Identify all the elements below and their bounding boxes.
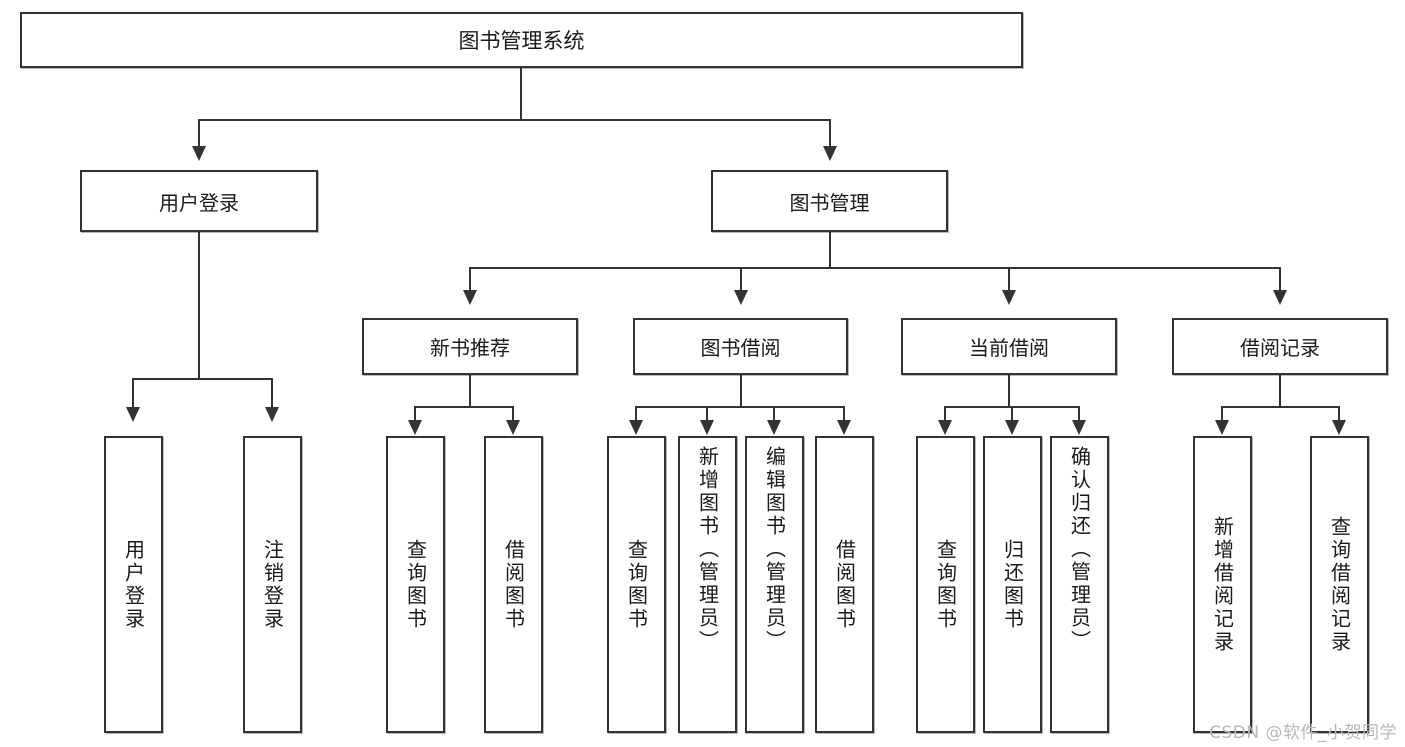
connector-borrow-record-child-1 [1221, 406, 1223, 421]
connector-current-borrow-child-1 [944, 406, 946, 421]
leaf-label: 借阅图书 [501, 538, 526, 631]
node-label: 用户登录 [159, 190, 239, 215]
node-current-borrowing[interactable]: 当前借阅 [901, 318, 1117, 375]
arrowhead-leaf-query-book-3 [938, 420, 952, 435]
arrowhead-leaf-query-book-1 [408, 420, 422, 435]
leaf-label: 注销登录 [260, 538, 285, 631]
arrowhead-current-borrow [1002, 290, 1016, 305]
connector-book-mgmt-child-3 [1008, 267, 1010, 291]
arrowhead-leaf-query-book-2 [629, 420, 643, 435]
leaf-confirm-return-admin[interactable]: 确认归还（管理员） [1050, 436, 1109, 733]
connector-book-mgmt-child-2 [740, 267, 742, 291]
arrowhead-leaf-edit-book [767, 420, 781, 435]
leaf-label: 归还图书 [1000, 538, 1025, 631]
connector-user-login-stem [198, 232, 200, 379]
leaf-label: 用户登录 [121, 538, 146, 631]
connector-book-borrow-child-1 [635, 406, 637, 421]
connector-root-bus [198, 119, 831, 121]
leaf-label: 查询图书 [933, 538, 958, 631]
leaf-label: 借阅图书 [832, 538, 857, 631]
leaf-query-borrow-record[interactable]: 查询借阅记录 [1310, 436, 1369, 733]
leaf-label: 查询借阅记录 [1327, 515, 1352, 654]
connector-root-stem [520, 68, 522, 120]
node-book-management[interactable]: 图书管理 [711, 170, 948, 232]
leaf-label: 确认归还（管理员） [1067, 446, 1092, 653]
arrowhead-leaf-confirm-return [1072, 420, 1086, 435]
connector-book-borrow-bus [635, 406, 845, 408]
node-label: 新书推荐 [430, 336, 510, 360]
connector-root-to-book-mgmt [829, 119, 831, 147]
connector-user-login-bus [132, 378, 272, 380]
connector-book-borrow-child-4 [843, 406, 845, 421]
node-user-login[interactable]: 用户登录 [80, 170, 318, 232]
connector-root-to-user-login [198, 119, 200, 147]
connector-book-mgmt-bus [469, 267, 1280, 269]
leaf-logout[interactable]: 注销登录 [243, 436, 302, 733]
connector-borrow-record-child-2 [1338, 406, 1340, 421]
connector-user-login-child-2 [271, 378, 273, 408]
leaf-label: 查询图书 [403, 538, 428, 631]
connector-current-borrow-child-3 [1078, 406, 1080, 421]
node-new-book-recommendation[interactable]: 新书推荐 [362, 318, 578, 375]
arrowhead-leaf-borrow-book-1 [506, 420, 520, 435]
leaf-label: 新增借阅记录 [1210, 515, 1235, 654]
connector-borrow-record-bus [1221, 406, 1339, 408]
connector-current-borrow-stem [1008, 375, 1010, 407]
arrowhead-leaf-user-login [126, 407, 140, 422]
leaf-query-book-current[interactable]: 查询图书 [916, 436, 975, 733]
connector-book-borrow-child-2 [706, 406, 708, 421]
leaf-borrow-book-newbook[interactable]: 借阅图书 [484, 436, 543, 733]
connector-user-login-child-1 [132, 378, 134, 408]
node-label: 当前借阅 [969, 336, 1049, 360]
leaf-label: 查询图书 [624, 538, 649, 631]
connector-book-borrow-stem [740, 375, 742, 407]
leaf-label: 编辑图书（管理员） [762, 446, 787, 653]
arrowhead-book-mgmt [823, 146, 837, 161]
connector-book-mgmt-stem [829, 232, 831, 268]
connector-current-borrow-child-2 [1011, 406, 1013, 421]
arrowhead-leaf-query-record [1332, 420, 1346, 435]
connector-book-borrow-child-3 [773, 406, 775, 421]
node-label: 图书管理系统 [458, 29, 585, 53]
connector-new-book-rec-stem [469, 375, 471, 407]
arrowhead-new-book-rec [463, 290, 477, 305]
connector-new-book-rec-bus [414, 406, 514, 408]
node-label: 图书管理 [789, 190, 870, 215]
leaf-return-book[interactable]: 归还图书 [983, 436, 1042, 733]
leaf-query-book-borrowing[interactable]: 查询图书 [607, 436, 666, 733]
arrowhead-borrow-record [1273, 290, 1287, 305]
connector-book-mgmt-child-1 [469, 267, 471, 291]
leaf-label: 新增图书（管理员） [695, 446, 720, 653]
leaf-query-book-newbook[interactable]: 查询图书 [386, 436, 445, 733]
arrowhead-book-borrow [734, 290, 748, 305]
leaf-edit-book-admin[interactable]: 编辑图书（管理员） [745, 436, 804, 733]
arrowhead-leaf-return-book [1005, 420, 1019, 435]
leaf-borrow-book-borrowing[interactable]: 借阅图书 [815, 436, 874, 733]
node-borrowing-record[interactable]: 借阅记录 [1172, 318, 1388, 375]
leaf-add-borrow-record[interactable]: 新增借阅记录 [1193, 436, 1252, 733]
connector-new-book-rec-child-2 [512, 406, 514, 421]
csdn-watermark: CSDN @软件_小贺同学 [1209, 723, 1397, 743]
connector-book-mgmt-child-4 [1279, 267, 1281, 291]
leaf-add-book-admin[interactable]: 新增图书（管理员） [678, 436, 737, 733]
node-book-borrowing[interactable]: 图书借阅 [633, 318, 848, 375]
arrowhead-user-login [192, 146, 206, 161]
node-label: 图书借阅 [700, 336, 781, 360]
node-label: 借阅记录 [1240, 336, 1320, 360]
leaf-user-login[interactable]: 用户登录 [104, 436, 163, 733]
connector-borrow-record-stem [1279, 375, 1281, 407]
arrowhead-leaf-add-book [700, 420, 714, 435]
arrowhead-leaf-add-record [1215, 420, 1229, 435]
node-root-book-management-system[interactable]: 图书管理系统 [20, 12, 1023, 68]
arrowhead-leaf-logout [265, 407, 279, 422]
arrowhead-leaf-borrow-book-2 [837, 420, 851, 435]
connector-new-book-rec-child-1 [414, 406, 416, 421]
